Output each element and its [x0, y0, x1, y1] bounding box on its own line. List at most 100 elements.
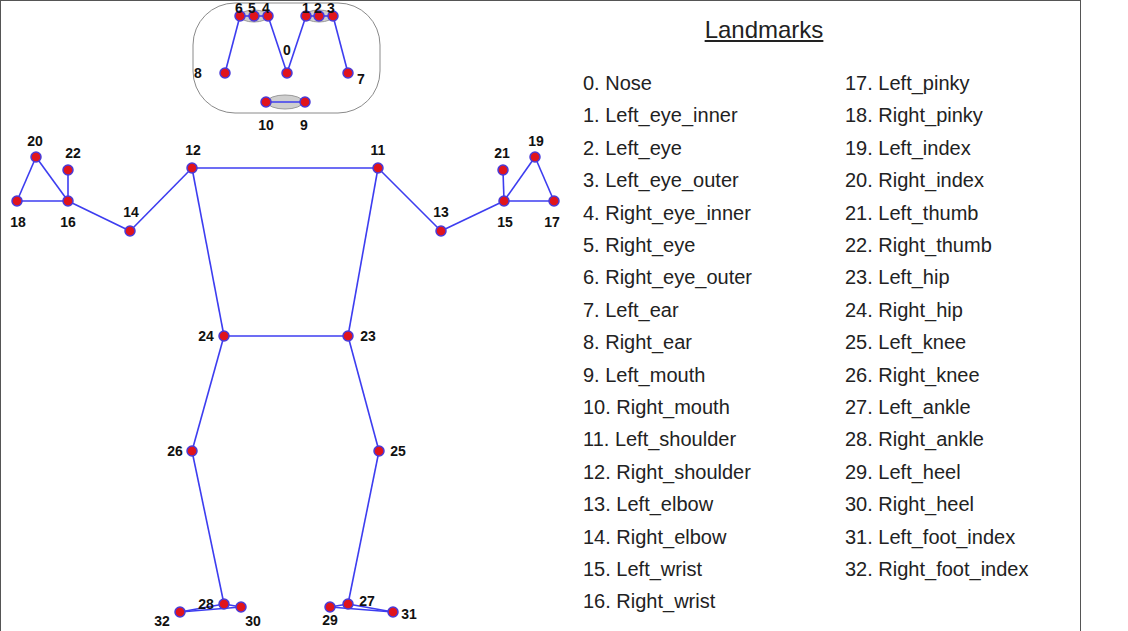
callout-number: 17: [544, 215, 560, 229]
legend-entry: 26. Right_knee: [845, 365, 980, 385]
skeleton-line: [68, 201, 130, 231]
callout-number: 31: [401, 607, 417, 621]
legend-entry: 3. Left_eye_outer: [583, 170, 739, 190]
legend-entry: 11. Left_shoulder: [583, 429, 736, 449]
skeleton-line: [130, 168, 192, 231]
legend-entry: 28. Right_ankle: [845, 429, 984, 449]
legend-entry: 4. Right_eye_inner: [583, 203, 751, 223]
landmark-dot: [343, 331, 353, 341]
landmark-dot: [343, 68, 353, 78]
landmark-dot: [261, 97, 271, 107]
skeleton-line: [504, 200, 554, 202]
legend-entry: 16. Right_wrist: [583, 591, 715, 611]
skeleton-line: [36, 157, 68, 201]
skeleton-line: [192, 336, 224, 451]
landmark-dot: [499, 196, 509, 206]
legend-entry: 15. Left_wrist: [583, 559, 702, 579]
legend-entry: 2. Left_eye: [583, 138, 682, 158]
callout-number: 7: [357, 72, 365, 86]
skeleton-line: [441, 201, 504, 231]
skeleton-line: [378, 168, 441, 231]
legend-entry: 22. Right_thumb: [845, 235, 992, 255]
callout-number: 4: [262, 1, 270, 15]
skeleton-line: [17, 200, 68, 202]
legend-entry: 14. Right_elbow: [583, 527, 726, 547]
frame-border: [1, 1, 1081, 631]
landmark-dot: [63, 196, 73, 206]
callout-number: 12: [185, 143, 201, 157]
callout-number: 6: [235, 1, 243, 15]
list-title: Landmarks: [705, 18, 824, 42]
skeleton-line: [192, 451, 224, 604]
landmark-dot: [187, 446, 197, 456]
callout-number: 32: [154, 614, 170, 628]
landmark-dot: [12, 196, 22, 206]
skeleton-line: [225, 16, 240, 73]
callout-number: 23: [360, 329, 376, 343]
callout-number: 21: [494, 146, 510, 160]
landmark-dot: [219, 599, 229, 609]
callout-number: 11: [371, 143, 386, 157]
landmark-dot: [63, 165, 73, 175]
callout-number: 30: [245, 614, 261, 628]
skeleton-line: [333, 16, 348, 73]
skeleton-line: [192, 168, 224, 336]
legend-entry: 20. Right_index: [845, 170, 984, 190]
callout-number: 22: [65, 146, 81, 160]
landmark-dot: [436, 226, 446, 236]
callout-number: 13: [433, 205, 449, 219]
legend-entry: 24. Right_hip: [845, 300, 963, 320]
legend-entry: 19. Left_index: [845, 138, 971, 158]
callout-number: 8: [194, 66, 202, 80]
legend-entry: 17. Left_pinky: [845, 73, 970, 93]
skeleton-line: [17, 157, 36, 201]
callout-number: 24: [198, 329, 214, 343]
skeleton-line: [504, 157, 535, 201]
callout-number: 16: [60, 215, 76, 229]
callout-number: 2: [314, 1, 322, 15]
skeleton-line: [266, 101, 305, 103]
landmark-dot: [219, 331, 229, 341]
landmark-dot: [220, 68, 230, 78]
legend-entry: 9. Left_mouth: [583, 365, 705, 385]
callout-number: 1: [302, 1, 310, 15]
legend-entry: 1. Left_eye_inner: [583, 105, 738, 125]
legend-entry: 7. Left_ear: [583, 300, 679, 320]
landmark-dot: [498, 165, 508, 175]
legend-entry: 30. Right_heel: [845, 494, 974, 514]
callout-number: 9: [300, 118, 308, 132]
landmark-dot: [530, 152, 540, 162]
skeleton-line: [192, 167, 378, 169]
legend-entry: 29. Left_heel: [845, 462, 961, 482]
skeleton-line: [348, 336, 379, 451]
legend-entry: 6. Right_eye_outer: [583, 267, 752, 287]
legend-entry: 13. Left_elbow: [583, 494, 713, 514]
callout-number: 0: [283, 43, 291, 57]
skeleton-line: [535, 157, 554, 201]
landmark-dot: [388, 607, 398, 617]
landmark-dot: [374, 446, 384, 456]
legend-entry: 0. Nose: [583, 73, 652, 93]
callout-number: 10: [258, 118, 274, 132]
legend-entry: 8. Right_ear: [583, 332, 692, 352]
legend-entry: 32. Right_foot_index: [845, 559, 1028, 579]
callout-number: 3: [327, 1, 335, 15]
legend-entry: 21. Left_thumb: [845, 203, 978, 223]
landmark-dot: [282, 68, 292, 78]
skeleton-line: [348, 168, 378, 336]
landmark-dot: [343, 599, 353, 609]
face-outline: [193, 3, 380, 113]
callout-number: 15: [497, 215, 513, 229]
legend-entry: 12. Right_shoulder: [583, 462, 751, 482]
legend-entry: 23. Left_hip: [845, 267, 950, 287]
callout-number: 27: [359, 594, 375, 608]
landmark-dot: [325, 602, 335, 612]
legend-entry: 27. Left_ankle: [845, 397, 971, 417]
callout-number: 28: [198, 597, 214, 611]
landmark-dot: [300, 97, 310, 107]
callout-number: 29: [322, 613, 338, 627]
legend-entry: 31. Left_foot_index: [845, 527, 1015, 547]
legend-entry: 25. Left_knee: [845, 332, 966, 352]
landmark-dot: [373, 163, 383, 173]
